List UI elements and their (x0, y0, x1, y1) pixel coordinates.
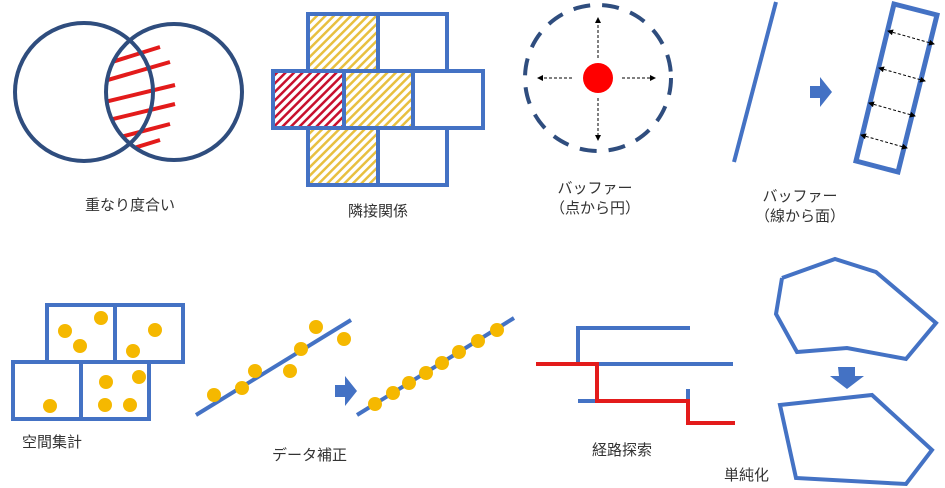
label-buffer-point-line1: バッファー (557, 179, 633, 197)
label-adjacency: 隣接関係 (347, 202, 408, 220)
simplification-diagram (773, 256, 939, 487)
label-route-search: 経路探索 (592, 441, 653, 459)
arrow-down-icon (830, 367, 864, 389)
label-buffer-line-line2: （線から面） (754, 207, 845, 225)
arrow-right-icon (335, 376, 357, 406)
buffer-line-diagram (732, 0, 941, 176)
label-buffer-line-line1: バッファー (762, 187, 838, 205)
adjacency-diagram (271, 12, 485, 187)
label-spatial-aggregation: 空間集計 (22, 433, 83, 451)
route-search-diagram (536, 326, 735, 425)
overlap-diagram (13, 21, 244, 163)
spatial-aggregation-diagram (11, 303, 185, 421)
data-correction-diagram (194, 316, 516, 417)
label-buffer-point: バッファー （点から円） (525, 178, 665, 218)
label-buffer-line: バッファー （線から面） (730, 186, 870, 226)
label-buffer-point-line2: （点から円） (549, 199, 640, 217)
label-data-correction: データ補正 (272, 446, 348, 464)
label-simplification: 単純化 (724, 466, 770, 484)
arrow-right-icon (810, 77, 832, 107)
buffer-point-diagram (523, 3, 673, 153)
label-overlap: 重なり度合い (84, 196, 175, 214)
